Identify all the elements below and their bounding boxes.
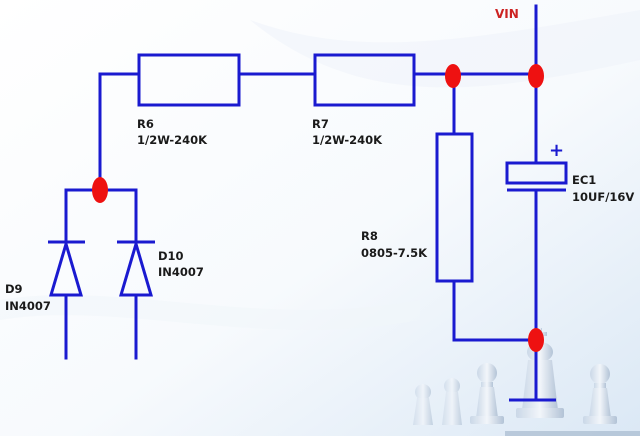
r7-ref-label: R7 bbox=[312, 117, 329, 131]
diode-icon bbox=[117, 238, 155, 297]
junction-nodes bbox=[92, 64, 544, 352]
d10-ref-label: D10 bbox=[158, 249, 184, 263]
ec1-value-label: 10UF/16V bbox=[572, 190, 634, 204]
d9-ref-label: D9 bbox=[5, 282, 23, 296]
chess-pawn-icon bbox=[583, 364, 617, 424]
ec1-ref-label: EC1 bbox=[572, 173, 596, 187]
junction-node bbox=[528, 328, 544, 352]
r6-ref-label: R6 bbox=[137, 117, 154, 131]
resistor-icon bbox=[435, 132, 474, 283]
chess-pawn-icon bbox=[442, 378, 462, 425]
d9-value-label: IN4007 bbox=[5, 299, 51, 313]
r6-value-label: 1/2W-240K bbox=[137, 133, 208, 147]
chess-pawn-icon bbox=[413, 384, 433, 425]
resistor-icon bbox=[313, 53, 416, 107]
junction-node bbox=[528, 64, 544, 88]
chess-pawn-icon bbox=[470, 363, 504, 424]
ec1-polarity-plus: + bbox=[549, 140, 564, 161]
junction-node bbox=[92, 177, 108, 203]
r8-value-label: 0805-7.5K bbox=[361, 246, 428, 260]
junction-node bbox=[445, 64, 461, 88]
background-swoosh bbox=[0, 10, 640, 330]
d10-value-label: IN4007 bbox=[158, 265, 204, 279]
diode-icon bbox=[48, 238, 85, 297]
r8-ref-label: R8 bbox=[361, 229, 378, 243]
bottom-strip bbox=[505, 431, 640, 436]
polarized-capacitor-icon bbox=[505, 161, 568, 192]
resistor-icon bbox=[137, 53, 241, 107]
vin-label: VIN bbox=[495, 7, 519, 21]
r7-value-label: 1/2W-240K bbox=[312, 133, 383, 147]
